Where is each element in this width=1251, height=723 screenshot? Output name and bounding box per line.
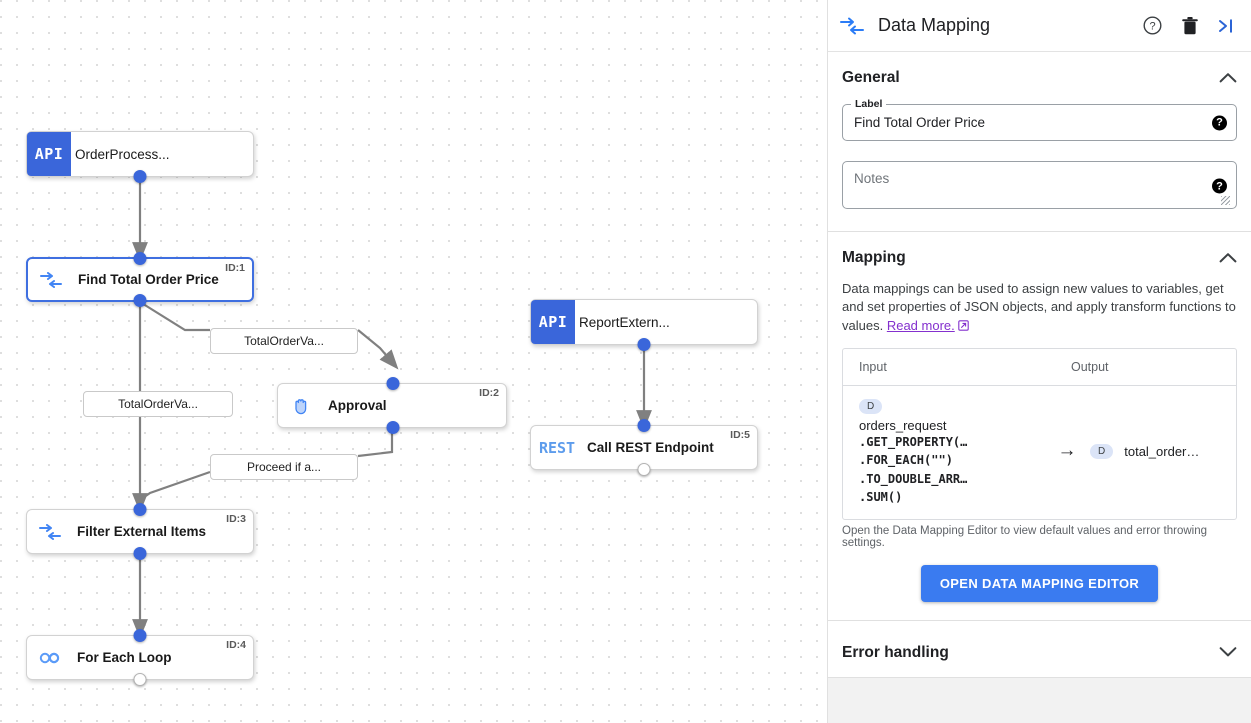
collapse-panel-icon[interactable] [1217,17,1237,35]
trash-icon[interactable] [1181,16,1199,36]
infinity-loop-icon [27,651,73,665]
hand-approval-icon [278,396,324,416]
node-output-port[interactable] [637,338,651,351]
node-output-port[interactable] [386,421,400,434]
panel-header: Data Mapping ? [828,0,1251,52]
node-filter-external-items[interactable]: Filter External Items ID:3 [26,503,254,560]
node-title: For Each Loop [77,650,172,665]
workflow-canvas[interactable]: API OrderProcess... Find Total Order Pri… [0,0,828,723]
notes-field[interactable]: Notes ? [842,161,1237,209]
section-title: Error handling [842,643,949,661]
node-title: OrderProcess... [75,146,170,162]
section-divider [828,619,1251,621]
column-header-input: Input [859,359,887,374]
panel-title: Data Mapping [878,15,991,35]
input-variable-name: orders_request [859,417,947,433]
input-expression-line-1: .GET_PROPERTY(… [859,434,968,449]
node-title: ReportExtern... [579,314,670,330]
mapping-table: Input Output D orders_request .GET_PROPE… [842,347,1237,520]
label-field-legend: Label [851,98,887,110]
panel-body: General Label Find Total Order Price ? N… [828,52,1251,723]
edge-label-total-order-va-1[interactable]: TotalOrderVa... [210,328,358,354]
read-more-link[interactable]: Read more. [886,317,955,333]
node-id-tag: ID:3 [226,513,246,525]
mapping-description-text: Data mappings can be used to assign new … [842,281,1236,333]
column-header-output: Output [1071,359,1109,374]
notes-help-icon[interactable]: ? [1212,178,1227,194]
api-badge-icon: API [27,132,71,176]
section-divider [828,676,1251,678]
input-type-badge: D [859,398,883,414]
node-input-port[interactable] [637,419,651,432]
node-report-external[interactable]: API ReportExtern... [530,299,758,351]
node-id-tag: ID:2 [479,387,499,399]
label-field[interactable]: Label Find Total Order Price ? [842,98,1237,141]
node-output-port[interactable] [133,294,147,307]
section-general: General Label Find Total Order Price ? N… [828,52,1251,231]
chevron-down-icon[interactable] [1219,646,1237,659]
output-type-badge: D [1090,443,1114,459]
input-expression-line-4: .SUM() [859,490,903,505]
chevron-up-icon[interactable] [1219,72,1237,85]
data-mapping-icon [28,271,74,288]
node-title: Approval [328,398,387,413]
open-data-mapping-editor-button[interactable]: OPEN DATA MAPPING EDITOR [920,564,1159,602]
node-call-rest-endpoint[interactable]: REST Call REST Endpoint ID:5 [530,419,758,476]
section-title: General [842,69,900,86]
input-expression-line-2: .FOR_EACH("") [859,453,953,468]
mapping-input-cell[interactable]: D orders_request .GET_PROPERTY(… .FOR_EA… [843,396,1044,507]
node-title: Find Total Order Price [78,272,219,287]
mapping-output-cell[interactable]: D total_order… [1090,443,1236,459]
edge-label-proceed-if-a[interactable]: Proceed if a... [210,454,358,480]
data-mapping-icon [27,523,73,540]
mapping-description: Data mappings can be used to assign new … [842,278,1237,348]
external-link-icon[interactable] [958,320,970,333]
edge-layer [132,178,652,639]
node-input-port[interactable] [133,629,147,642]
section-general-header[interactable]: General [842,52,1237,98]
node-id-tag: ID:5 [730,429,750,441]
data-mapping-icon [840,17,870,35]
node-output-port[interactable] [133,170,147,183]
mapping-table-header: Input Output [843,349,1236,386]
input-expression-line-3: .TO_DOUBLE_ARR… [859,471,968,486]
node-approval[interactable]: Approval ID:2 [277,377,507,434]
node-id-tag: ID:4 [226,639,246,651]
svg-text:?: ? [1149,21,1155,33]
section-mapping: Mapping Data mappings can be used to ass… [828,232,1251,620]
rest-badge-icon: REST [538,438,576,457]
section-mapping-header[interactable]: Mapping [842,232,1237,278]
node-input-port[interactable] [133,252,147,265]
node-input-port[interactable] [386,377,400,390]
mapping-table-row[interactable]: D orders_request .GET_PROPERTY(… .FOR_EA… [843,386,1236,519]
node-title: Call REST Endpoint [587,440,714,455]
node-title: Filter External Items [77,524,207,539]
properties-panel: Data Mapping ? [828,0,1251,723]
chevron-up-icon[interactable] [1219,252,1237,265]
label-field-value: Find Total Order Price [854,115,986,130]
help-circle-icon[interactable]: ? [1142,15,1163,36]
section-title: Mapping [842,249,906,266]
output-variable-name: total_order… [1124,443,1200,459]
edge-label-total-order-va-2[interactable]: TotalOrderVa... [83,391,233,417]
node-for-each-loop[interactable]: For Each Loop ID:4 [26,629,254,686]
label-help-icon[interactable]: ? [1212,115,1227,130]
api-badge-icon: API [531,300,575,344]
section-error-handling: Error handling [828,620,1251,677]
mapping-arrow-icon: → [1057,440,1077,462]
node-output-port[interactable] [133,547,147,560]
notes-resize-handle[interactable] [1221,196,1230,205]
section-divider [828,231,1251,232]
node-order-process[interactable]: API OrderProcess... [26,131,254,183]
node-output-port[interactable] [133,673,147,686]
notes-placeholder: Notes [854,171,890,186]
section-error-handling-header[interactable]: Error handling [842,623,1237,677]
node-find-total-order-price[interactable]: Find Total Order Price ID:1 [26,252,254,307]
mapping-hint: Open the Data Mapping Editor to view def… [842,524,1208,549]
node-input-port[interactable] [133,503,147,516]
node-id-tag: ID:1 [225,262,245,274]
node-output-port[interactable] [637,463,651,476]
